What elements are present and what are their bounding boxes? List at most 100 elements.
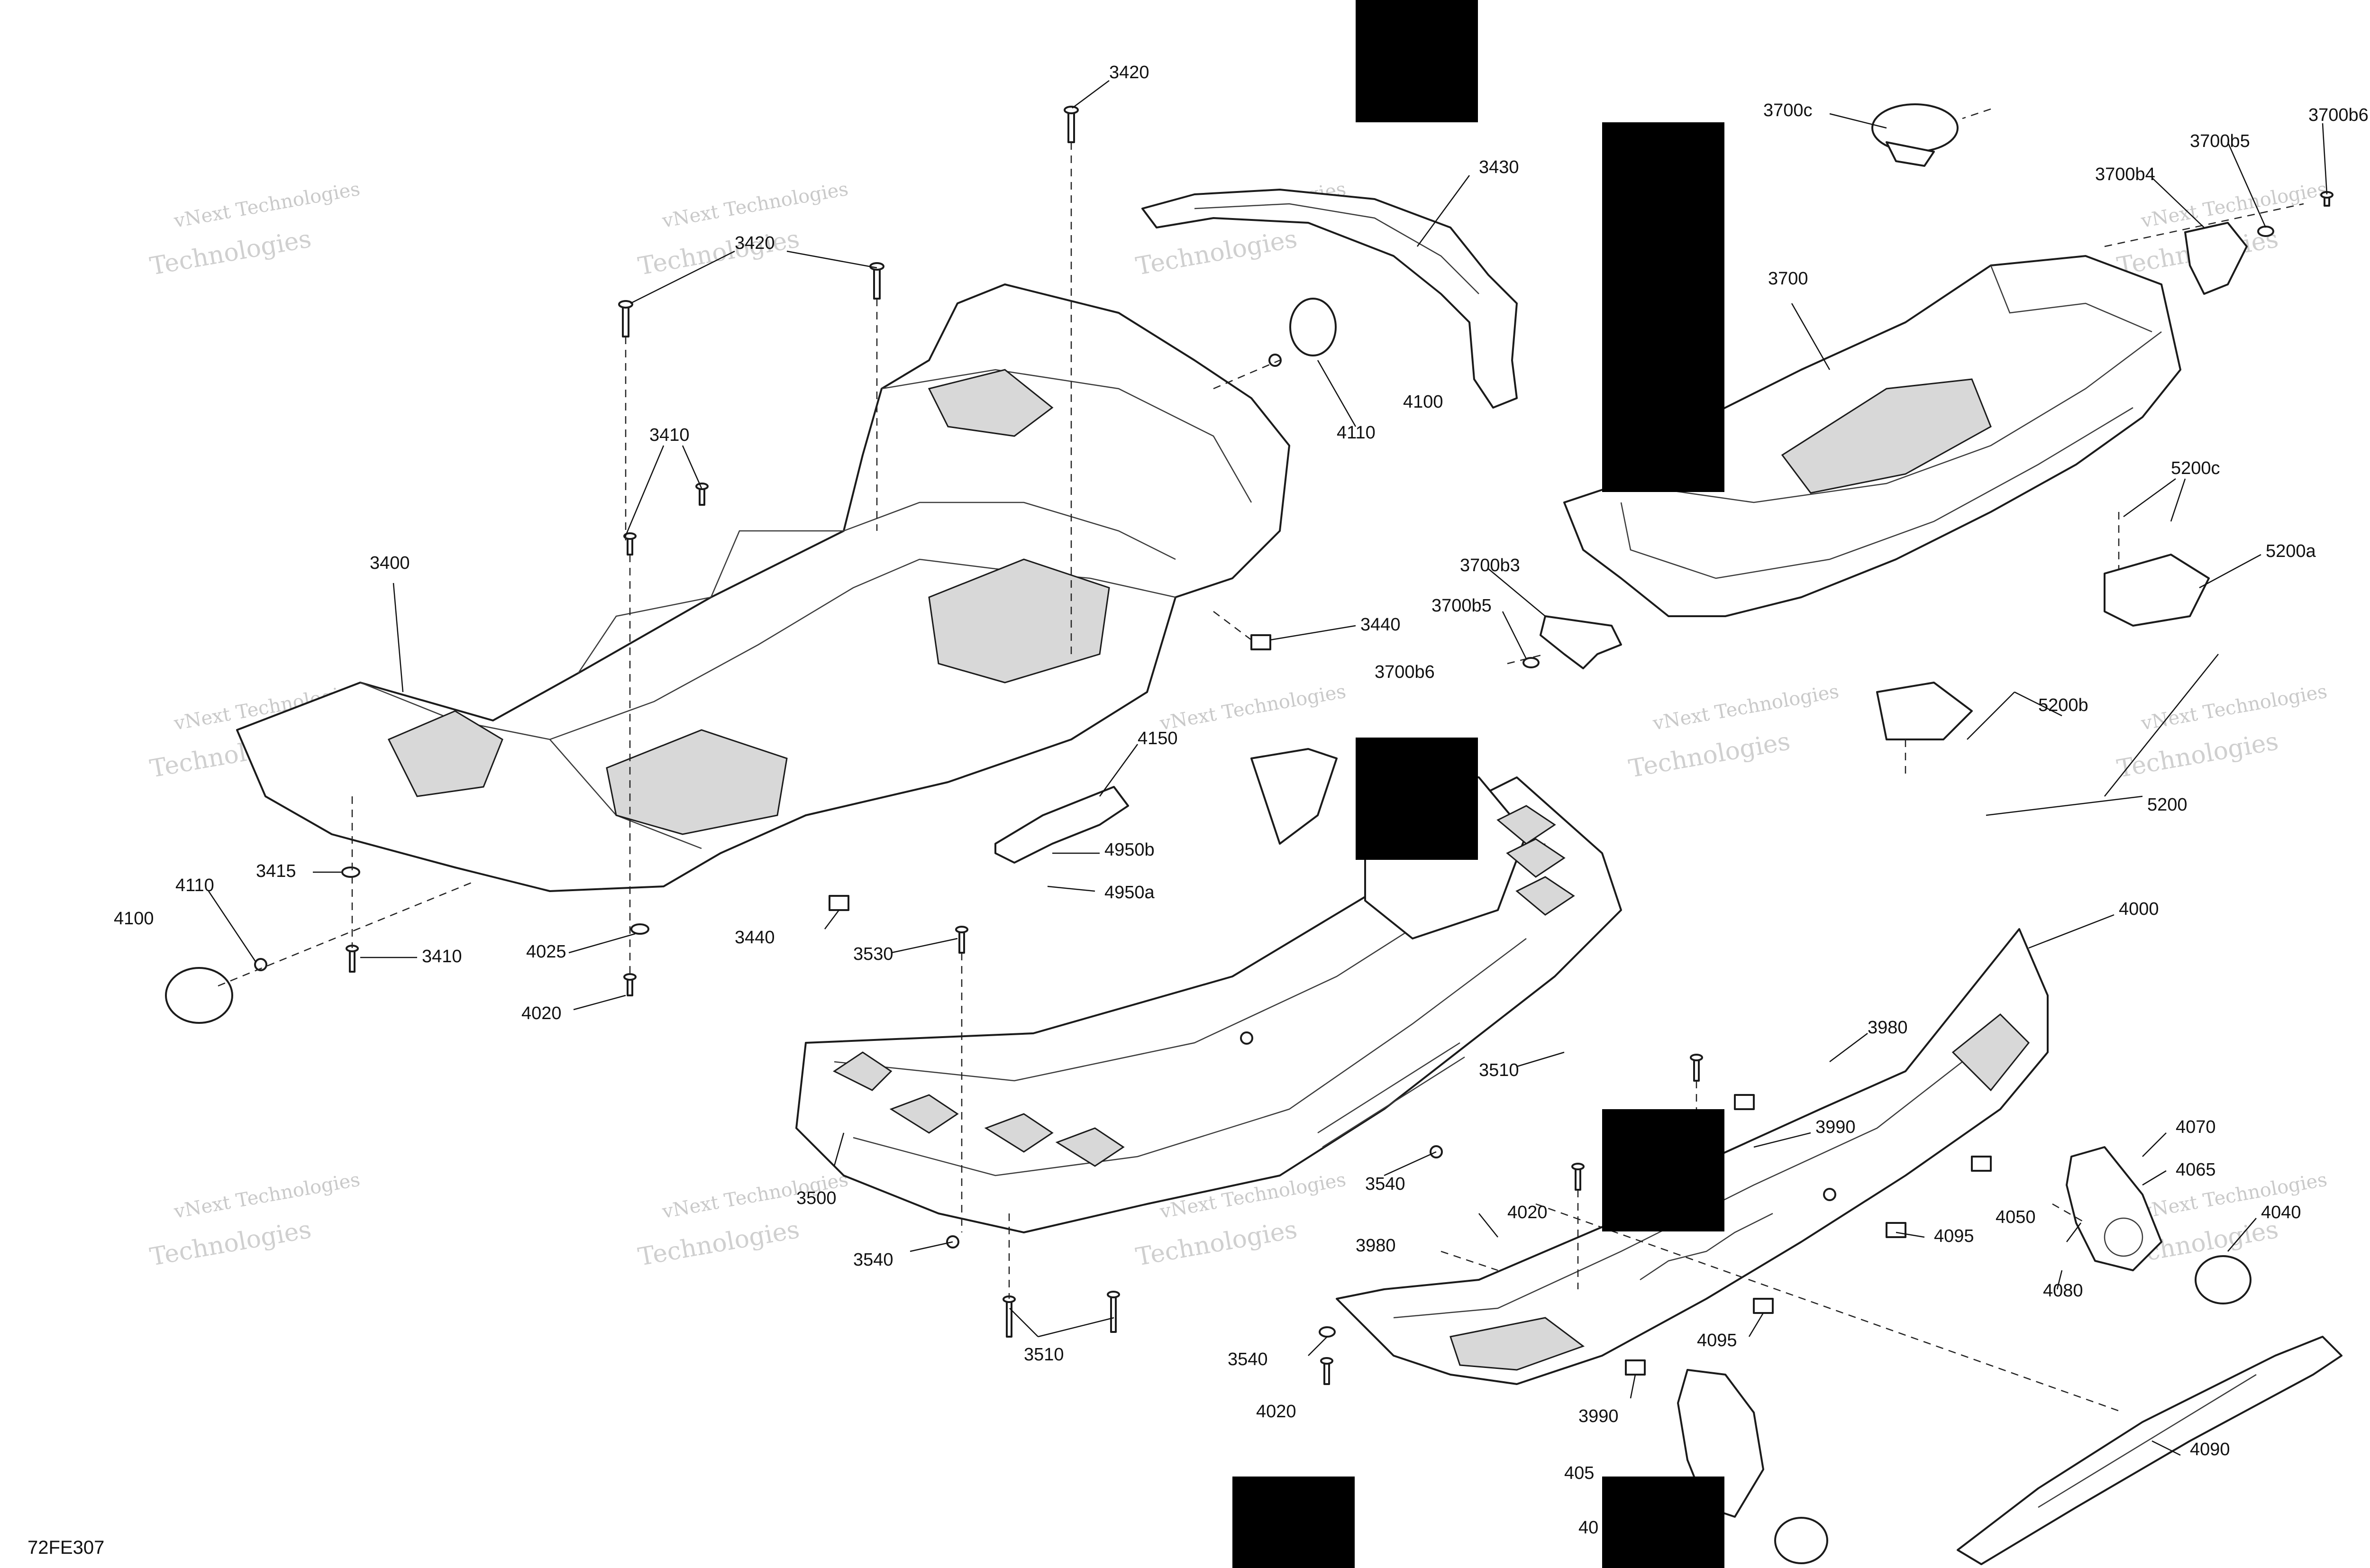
clip — [1734, 1094, 1755, 1110]
washer — [2257, 226, 2274, 237]
callout-4110: 4110 — [1337, 423, 1376, 443]
callout-3410: 3410 — [649, 425, 690, 445]
watermark-line: Technologies — [148, 1215, 313, 1272]
callout-3700: 3700 — [1768, 269, 1808, 289]
clip — [829, 895, 849, 911]
callout-3990: 3990 — [1815, 1117, 1856, 1137]
callout-3540: 3540 — [853, 1250, 893, 1270]
screw — [1107, 1291, 1120, 1333]
redaction-block — [1602, 122, 1724, 492]
part-4000-front-fascia — [1336, 928, 2049, 1385]
clip — [1250, 634, 1271, 650]
screw — [623, 532, 637, 556]
callout-4040: 4040 — [2261, 1203, 2301, 1222]
callout-40xx: 40 — [1578, 1518, 1598, 1538]
watermark: vNext Technologies Technologies — [636, 178, 850, 281]
washer — [341, 866, 360, 878]
screw — [618, 300, 633, 337]
callout-3400: 3400 — [370, 553, 410, 573]
watermark-line: vNext Technologies — [172, 1169, 362, 1223]
nut — [1268, 354, 1282, 367]
callout-3700b5: 3700b5 — [2190, 131, 2250, 151]
callout-3700b3: 3700b3 — [1460, 556, 1520, 575]
callout-3700b6: 3700b6 — [1375, 662, 1435, 682]
watermark-line: vNext Technologies — [2139, 681, 2329, 735]
redaction-block — [1356, 0, 1478, 122]
watermark-line: vNext Technologies — [2139, 178, 2329, 232]
callout-3440: 3440 — [735, 928, 775, 948]
watermark-line: Technologies — [1627, 727, 1792, 784]
part-5200-footrests — [1876, 554, 2210, 740]
screw — [346, 945, 359, 973]
screw — [1320, 1357, 1333, 1385]
callout-4020: 4020 — [1256, 1402, 1296, 1422]
diagram-reference-code: 72FE307 — [27, 1537, 104, 1558]
callout-4090: 4090 — [2190, 1440, 2230, 1459]
part-4090-strip — [1957, 1336, 2343, 1565]
screw — [695, 483, 709, 506]
callout-4110: 4110 — [175, 875, 214, 895]
nut — [1240, 1031, 1253, 1045]
watermark-line: Technologies — [2115, 727, 2280, 784]
hardware — [254, 106, 2334, 1385]
watermark: vNext Technologies Technologies — [636, 1169, 850, 1272]
callout-3420: 3420 — [735, 233, 775, 253]
callout-3415: 3415 — [256, 861, 296, 881]
watermark-line: Technologies — [1134, 1215, 1299, 1272]
watermark-line: Technologies — [636, 225, 802, 281]
callout-4070: 4070 — [2176, 1117, 2216, 1137]
callout-3700b6: 3700b6 — [2308, 105, 2369, 125]
watermark: vNext Technologies Technologies — [148, 1169, 362, 1272]
watermark: vNext Technologies Technologies — [148, 178, 362, 281]
callout-4025: 4025 — [526, 942, 566, 962]
redaction-block — [1232, 1477, 1355, 1568]
screw — [1003, 1295, 1016, 1338]
callout-4950b: 4950b — [1104, 840, 1155, 860]
screw — [955, 926, 968, 954]
redaction-blocks — [1232, 0, 1724, 1568]
callout-5200: 5200 — [2147, 795, 2188, 815]
clip — [1886, 1222, 1906, 1238]
callout-3700b4: 3700b4 — [2095, 164, 2155, 184]
callout-4950a: 4950a — [1104, 883, 1155, 903]
callout-4000: 4000 — [2119, 899, 2159, 919]
washer — [1319, 1326, 1336, 1338]
part-3700b-hinges — [1540, 222, 2248, 669]
callout-3540: 3540 — [1228, 1349, 1268, 1369]
leader-lines — [208, 80, 2328, 1456]
callout-3440: 3440 — [1360, 615, 1401, 635]
nut — [254, 958, 267, 971]
callout-3980: 3980 — [1868, 1018, 1908, 1038]
callout-3700b5: 3700b5 — [1431, 596, 1492, 616]
clip — [1625, 1359, 1646, 1376]
callout-labels: 3420 3420 3430 3410 3410 3400 4100 4100 … — [114, 63, 2369, 1538]
watermark: vNext Technologies Technologies — [1627, 681, 1841, 784]
part-4065-bracket — [2066, 1146, 2162, 1271]
clip — [1753, 1298, 1774, 1314]
callout-4065: 4065 — [2176, 1160, 2216, 1180]
screw — [869, 262, 884, 300]
callout-3420: 3420 — [1109, 63, 1149, 82]
callout-4050: 4050 — [1996, 1207, 2036, 1227]
watermark-line: vNext Technologies — [660, 178, 850, 232]
callout-4095: 4095 — [1697, 1331, 1737, 1350]
part-3430-grab-bar — [1141, 189, 1518, 409]
callout-5200a: 5200a — [2266, 541, 2316, 561]
callout-4020: 4020 — [1507, 1203, 1548, 1222]
watermark: vNext Technologies — [1158, 681, 1348, 735]
part-3700-storage-box — [1563, 255, 2181, 617]
callout-3430: 3430 — [1479, 157, 1519, 177]
watermark-line: vNext Technologies — [172, 178, 362, 232]
redaction-block — [1602, 1477, 1724, 1568]
callout-3510: 3510 — [1479, 1060, 1519, 1080]
part-4150-plate — [994, 786, 1129, 864]
part-3700c-latch — [1871, 103, 1959, 167]
callout-3980: 3980 — [1356, 1236, 1396, 1256]
callout-3700c: 3700c — [1763, 100, 1813, 120]
callout-3990: 3990 — [1578, 1406, 1619, 1426]
part-3500-bumper-frame — [795, 748, 1622, 1233]
callout-4100: 4100 — [1403, 392, 1443, 412]
nut — [1823, 1188, 1836, 1201]
callout-3500: 3500 — [796, 1188, 837, 1208]
